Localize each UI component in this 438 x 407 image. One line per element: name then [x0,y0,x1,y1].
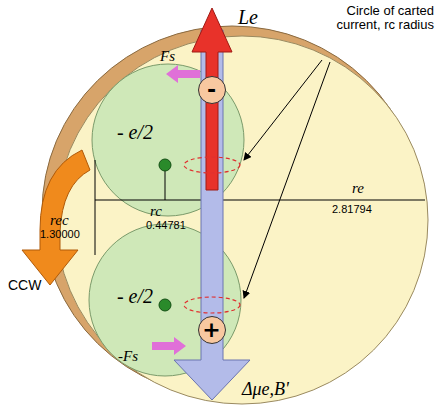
dimension-label: rec [50,212,69,229]
charge-region: - e/2 [100,118,170,146]
charge-region: - e/2 [100,282,170,310]
charge-label: - e/2 [117,285,153,308]
dimension-value: 0.44781 [146,219,186,231]
callout-note: Circle of carted current, rc radius [310,4,434,33]
force-label: -Fs [118,348,138,365]
charge-circle: + [198,316,226,344]
force-label: Fs [160,48,175,65]
dimension-value: 2.81794 [332,203,372,215]
charge-sign: + [202,317,220,342]
angular-momentum-label: Le [238,6,258,28]
dimension-label: rc [150,203,162,220]
magnetic-moment-label: Δμe,B' [242,380,289,400]
dimension-label: re [352,180,364,197]
charge-circle: - [198,76,226,104]
charge-label: - e/2 [117,121,153,144]
dimension-value: 1.30000 [40,228,80,240]
charge-sign: - [207,77,216,102]
rotation-label: CCW [8,278,41,293]
